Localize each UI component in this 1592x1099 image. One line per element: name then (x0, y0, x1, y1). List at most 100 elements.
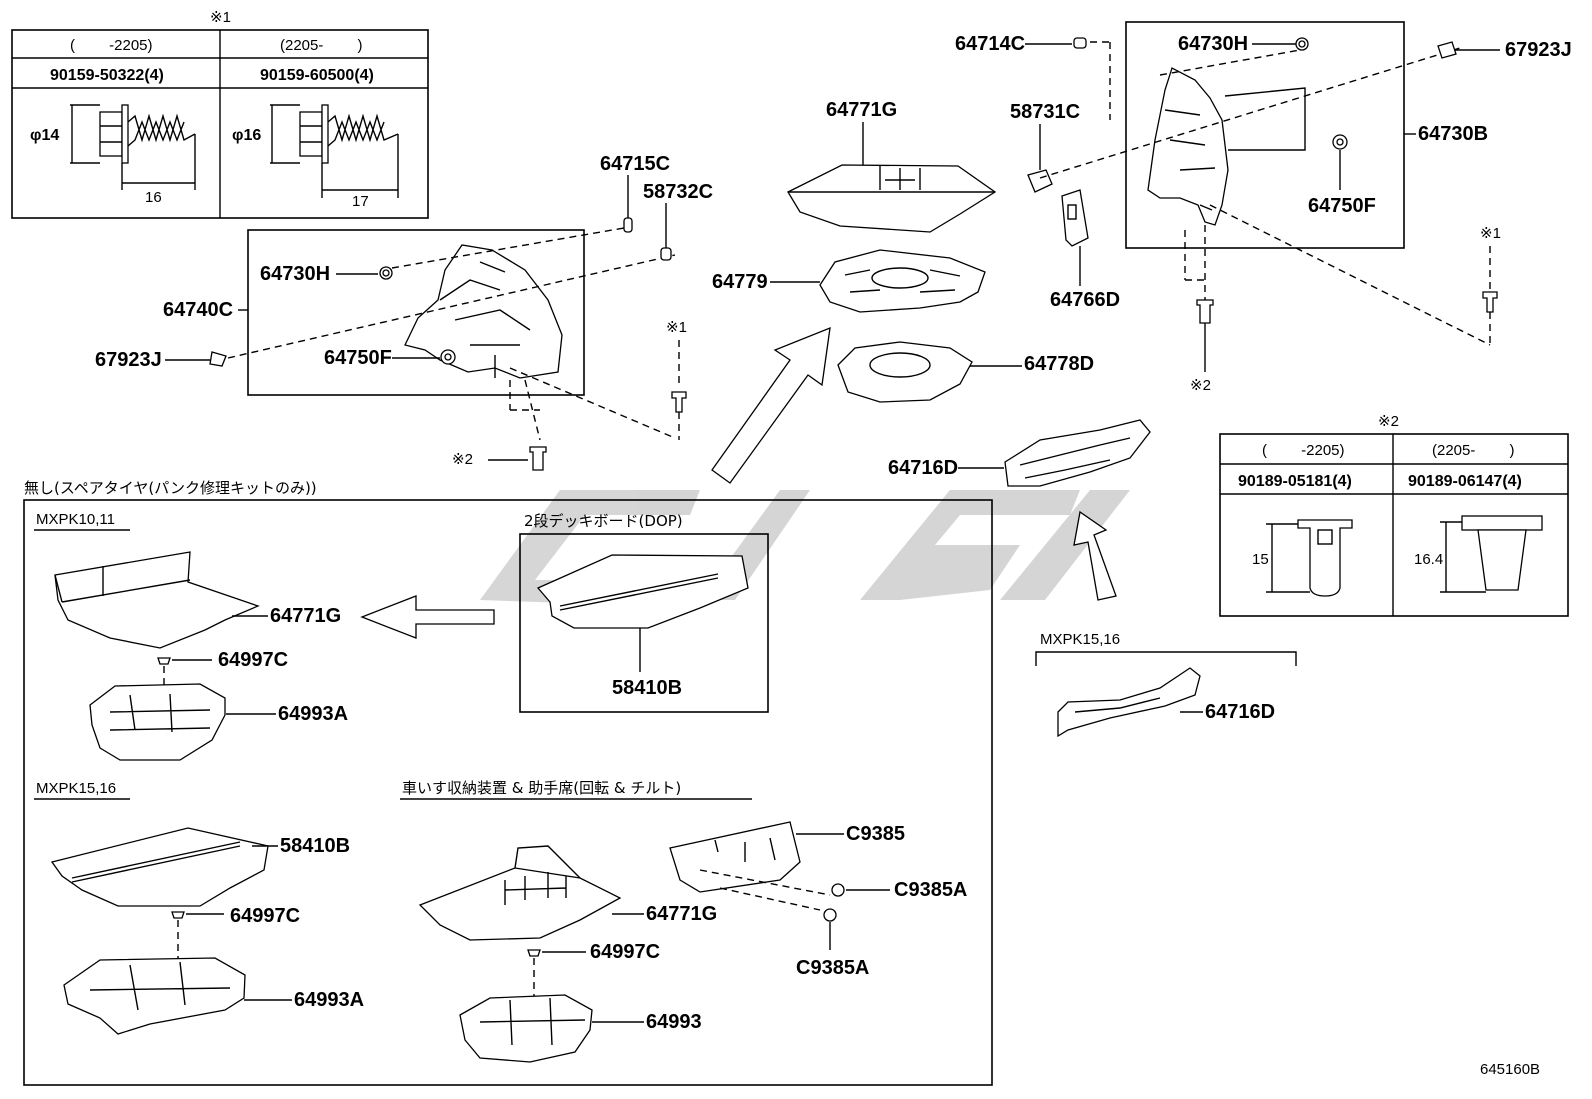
table2-note: ※2 (1378, 413, 1399, 430)
quarter-trim-right (1147, 67, 1229, 226)
table1-note: ※1 (210, 9, 231, 26)
diagram-id: 645160B (1480, 1061, 1540, 1078)
arrow-up-icon (711, 326, 831, 484)
grommet-icon (1332, 134, 1348, 150)
part-64730H-left: 64730H (260, 263, 330, 285)
part-64993A-b: 64993A (294, 989, 364, 1011)
part-64997C-c: 64997C (590, 941, 660, 963)
part-64771G-top: 64771G (826, 99, 897, 121)
table1-col2-header: (2205- ) (280, 37, 363, 54)
grommet-icon (440, 349, 456, 365)
tray-64779 (819, 249, 986, 313)
sill-plate-lower (1057, 667, 1201, 738)
clip-icon (529, 446, 547, 471)
plug-icon (660, 247, 672, 261)
note1-right: ※1 (1480, 225, 1501, 242)
bolt-icon (1482, 291, 1498, 313)
deck-board-dop (536, 554, 749, 629)
right-detail-box (1125, 21, 1405, 249)
clip-icon (1295, 37, 1309, 51)
plug-icon (1027, 169, 1053, 193)
note2-left: ※2 (452, 451, 473, 468)
storage-tray-c (459, 994, 593, 1063)
part-64771G-b: 64771G (646, 903, 717, 925)
sill-plate-top (1004, 419, 1151, 487)
part-58732C: 58732C (643, 181, 713, 203)
table1-col1-header: ( -2205) (70, 37, 153, 54)
deck-board-a (54, 551, 260, 649)
table1-col2-len: 17 (352, 193, 369, 210)
part-64750F-left: 64750F (324, 347, 392, 369)
fastener-icon (209, 351, 227, 367)
part-64778D: 64778D (1024, 353, 1094, 375)
bolt-icon (70, 104, 196, 190)
part-64716D-top: 64716D (888, 457, 958, 479)
table2-col1-part: 90189-05181(4) (1238, 473, 1352, 490)
cover-C9385 (669, 821, 801, 893)
deck-board-b (50, 827, 269, 907)
part-C9385A-b: C9385A (796, 957, 869, 979)
screw-icon (157, 657, 171, 665)
part-64716D-lower: 64716D (1205, 701, 1275, 723)
bolt-icon (270, 104, 399, 198)
part-64771G-a: 64771G (270, 605, 341, 627)
clip-icon (1196, 299, 1214, 324)
part-58410B-b: 58410B (280, 835, 350, 857)
tray-64778D (837, 341, 973, 403)
part-64766D: 64766D (1050, 289, 1120, 311)
lower-section-title: 無し(スペアタイヤ(パンク修理キットのみ)) (24, 479, 317, 497)
arrow-up-icon (1073, 510, 1117, 601)
deck-board-c (418, 867, 622, 941)
part-64779: 64779 (712, 271, 768, 293)
part-C9385: C9385 (846, 823, 905, 845)
table2-col2-height: 16.4 (1414, 551, 1443, 568)
deck-board-dop-title: 2段デッキボード(DOP) (524, 512, 683, 530)
deck-board-dop-box (519, 533, 769, 713)
plug-icon (623, 217, 633, 233)
part-64993A-a: 64993A (278, 703, 348, 725)
part-64730H-right: 64730H (1178, 33, 1248, 55)
table1-col1-part: 90159-50322(4) (50, 67, 164, 84)
note2-right: ※2 (1190, 377, 1211, 394)
part-67923J-left: 67923J (95, 349, 162, 371)
fastener-icon (1437, 41, 1457, 59)
clip-icon (1440, 515, 1543, 593)
table2-box (1219, 433, 1569, 617)
table2-col1-header: ( -2205) (1262, 442, 1345, 459)
part-58410B-a: 58410B (612, 677, 682, 699)
mxpk1011-label: MXPK10,11 (36, 511, 115, 528)
part-64740C: 64740C (163, 299, 233, 321)
wheelchair-title: 車いす収納装置 & 助手席(回転 & チルト) (402, 779, 681, 797)
table1-col2-dia: φ16 (232, 127, 261, 144)
clip-icon (379, 266, 393, 280)
part-64750F-right: 64750F (1308, 195, 1376, 217)
clip-icon (831, 883, 845, 897)
table1-col1-len: 16 (145, 189, 162, 206)
part-C9385A-a: C9385A (894, 879, 967, 901)
part-64997C-a: 64997C (218, 649, 288, 671)
clip-icon (1266, 519, 1353, 597)
cover-64766D (1061, 189, 1089, 247)
part-67923J-right: 67923J (1505, 39, 1572, 61)
clip-icon (823, 908, 837, 922)
arrow-left-icon (360, 595, 495, 639)
table1-col1-dia: φ14 (30, 127, 59, 144)
left-detail-box (247, 229, 585, 396)
table2-col2-part: 90189-06147(4) (1408, 473, 1522, 490)
bolt-icon (671, 391, 687, 413)
mxpk1516-right-label: MXPK15,16 (1040, 631, 1120, 648)
part-64730B: 64730B (1418, 123, 1488, 145)
table1-col2-part: 90159-60500(4) (260, 67, 374, 84)
screw-icon (171, 911, 185, 919)
plug-icon (1073, 37, 1087, 49)
part-64715C: 64715C (600, 153, 670, 175)
part-58731C: 58731C (1010, 101, 1080, 123)
table2-col2-header: (2205- ) (1432, 442, 1515, 459)
quarter-trim-left (404, 244, 563, 379)
part-64997C-b: 64997C (230, 905, 300, 927)
deck-board-top (787, 164, 997, 233)
screw-icon (527, 949, 541, 957)
part-64993: 64993 (646, 1011, 702, 1033)
mxpk1516-left-label: MXPK15,16 (36, 780, 116, 797)
